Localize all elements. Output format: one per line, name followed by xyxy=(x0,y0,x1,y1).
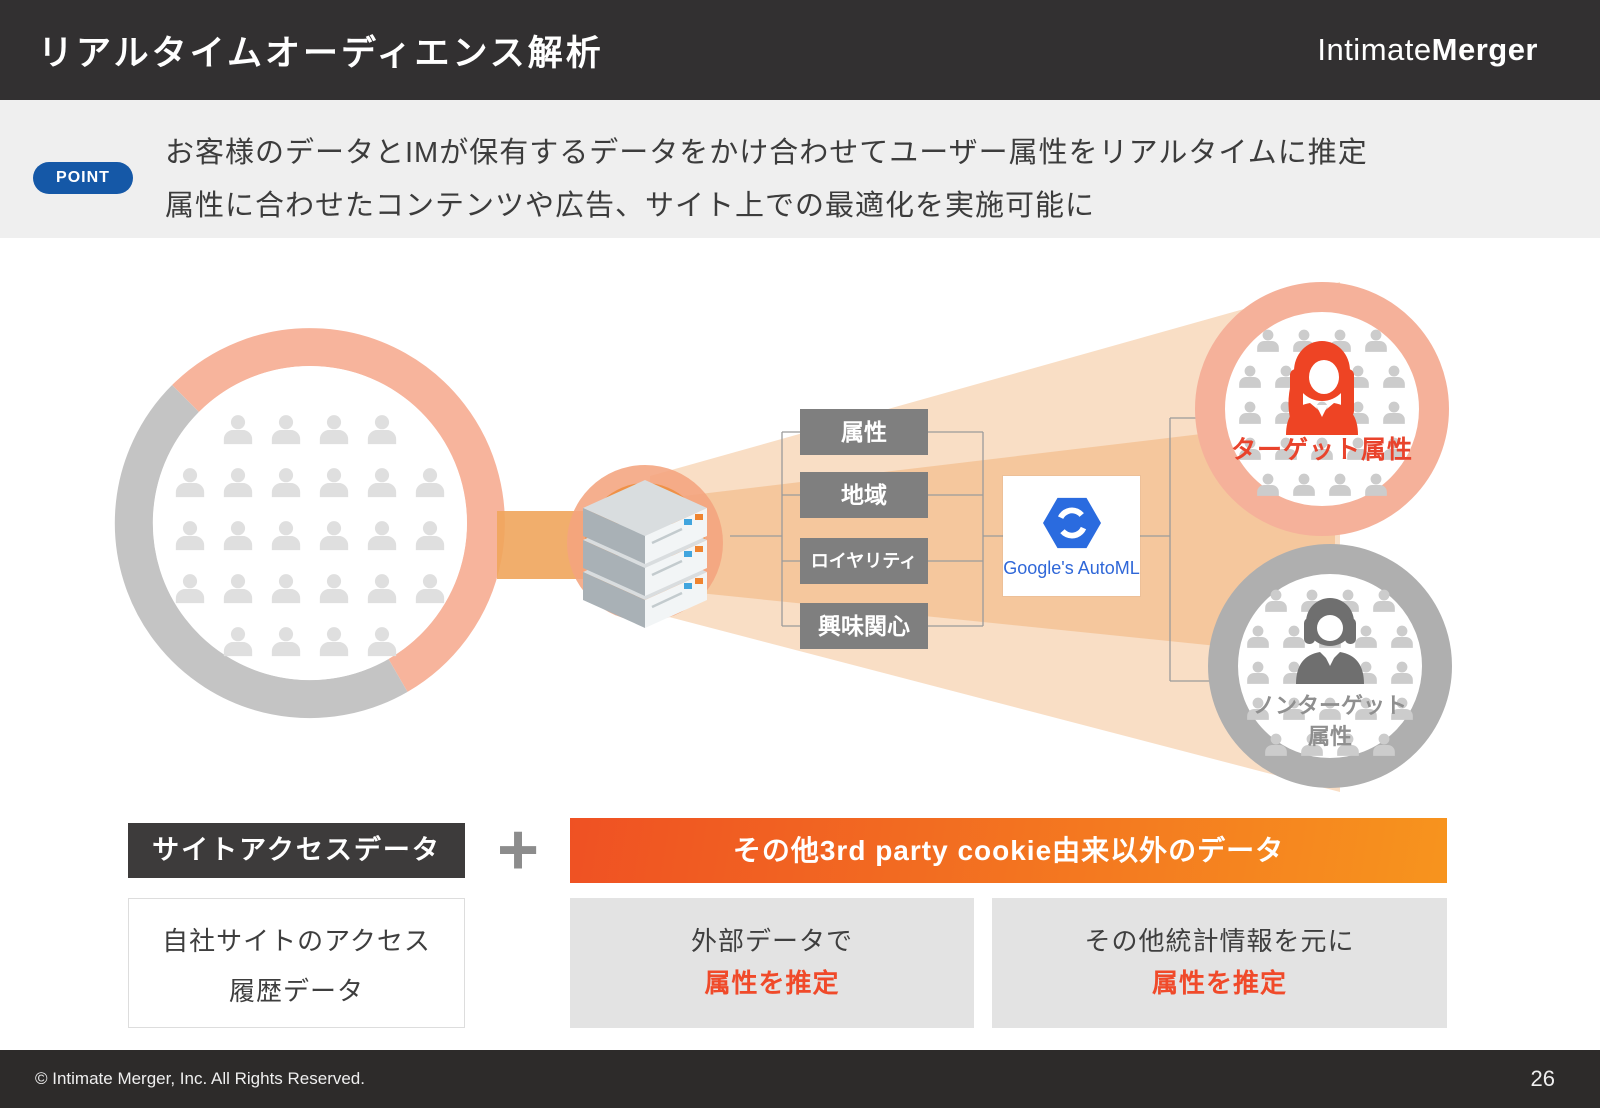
statistics-line-1: その他統計情報を元に xyxy=(1084,926,1355,956)
flow-diagram: 属性 地域 ロイヤリティ 興味関心 Google's AutoML ターゲット属… xyxy=(0,238,1600,810)
point-description: お客様のデータとIMが保有するデータをかけ合わせてユーザー属性をリアルタイムに推… xyxy=(165,127,1368,233)
server-stack-icon xyxy=(567,465,723,628)
logo-text-regular: Intimate xyxy=(1317,32,1432,67)
own-site-line-1: 自社サイトのアクセス xyxy=(162,926,431,956)
third-party-data-banner: その他3rd party cookie由来以外のデータ xyxy=(570,818,1447,883)
point-line-2: 属性に合わせたコンテンツや広告、サイト上での最適化を実施可能に xyxy=(165,190,1096,222)
statistics-line-2: 属性を推定 xyxy=(1151,968,1287,998)
diagram-graphics xyxy=(114,282,1452,792)
target-woman-icon xyxy=(1195,282,1449,536)
own-site-access-box: 自社サイトのアクセス 履歴データ xyxy=(128,898,465,1028)
point-section: POINT お客様のデータとIMが保有するデータをかけ合わせてユーザー属性をリア… xyxy=(0,100,1600,238)
page-title: リアルタイムオーディエンス解析 xyxy=(38,33,604,73)
attribute-box-loyalty: ロイヤリティ xyxy=(800,538,928,584)
automl-hexagon-icon xyxy=(1042,497,1101,548)
nontarget-label-line-1: ノンターゲット xyxy=(1252,693,1407,718)
plus-icon: + xyxy=(496,810,540,890)
point-line-1: お客様のデータとIMが保有するデータをかけ合わせてユーザー属性をリアルタイムに推… xyxy=(165,137,1368,169)
nontarget-woman-icon xyxy=(1208,544,1452,788)
copyright-text: © Intimate Merger, Inc. All Rights Reser… xyxy=(35,1069,365,1088)
users-circle-icon xyxy=(114,328,505,719)
attribute-box-region: 地域 xyxy=(800,472,928,518)
external-data-box: 外部データで 属性を推定 xyxy=(570,898,974,1028)
site-access-data-box: サイトアクセスデータ xyxy=(128,823,465,878)
data-sources-section: サイトアクセスデータ + その他3rd party cookie由来以外のデータ… xyxy=(0,810,1600,1050)
header-bar: リアルタイムオーディエンス解析 IntimateMerger xyxy=(0,0,1600,100)
point-badge: POINT xyxy=(33,162,133,194)
company-logo: IntimateMerger xyxy=(1317,32,1538,68)
attribute-box-interests: 興味関心 xyxy=(800,603,928,649)
attribute-box-demographics: 属性 xyxy=(800,409,928,455)
external-data-line-2: 属性を推定 xyxy=(704,968,840,998)
target-attribute-label: ターゲット属性 xyxy=(1230,436,1413,464)
logo-text-bold: Merger xyxy=(1431,32,1538,67)
page-number: 26 xyxy=(1530,1066,1555,1091)
own-site-line-2: 履歴データ xyxy=(228,976,364,1006)
external-data-line-1: 外部データで xyxy=(690,926,853,956)
automl-card: Google's AutoML xyxy=(1003,476,1140,596)
automl-label: Google's AutoML xyxy=(1003,557,1140,578)
statistics-data-box: その他統計情報を元に 属性を推定 xyxy=(992,898,1447,1028)
nontarget-label-line-2: 属性 xyxy=(1307,724,1352,749)
funnel-beam xyxy=(650,282,1340,792)
nontarget-attribute-label: ノンターゲット 属性 xyxy=(1220,690,1440,752)
footer-bar: © Intimate Merger, Inc. All Rights Reser… xyxy=(0,1050,1600,1108)
